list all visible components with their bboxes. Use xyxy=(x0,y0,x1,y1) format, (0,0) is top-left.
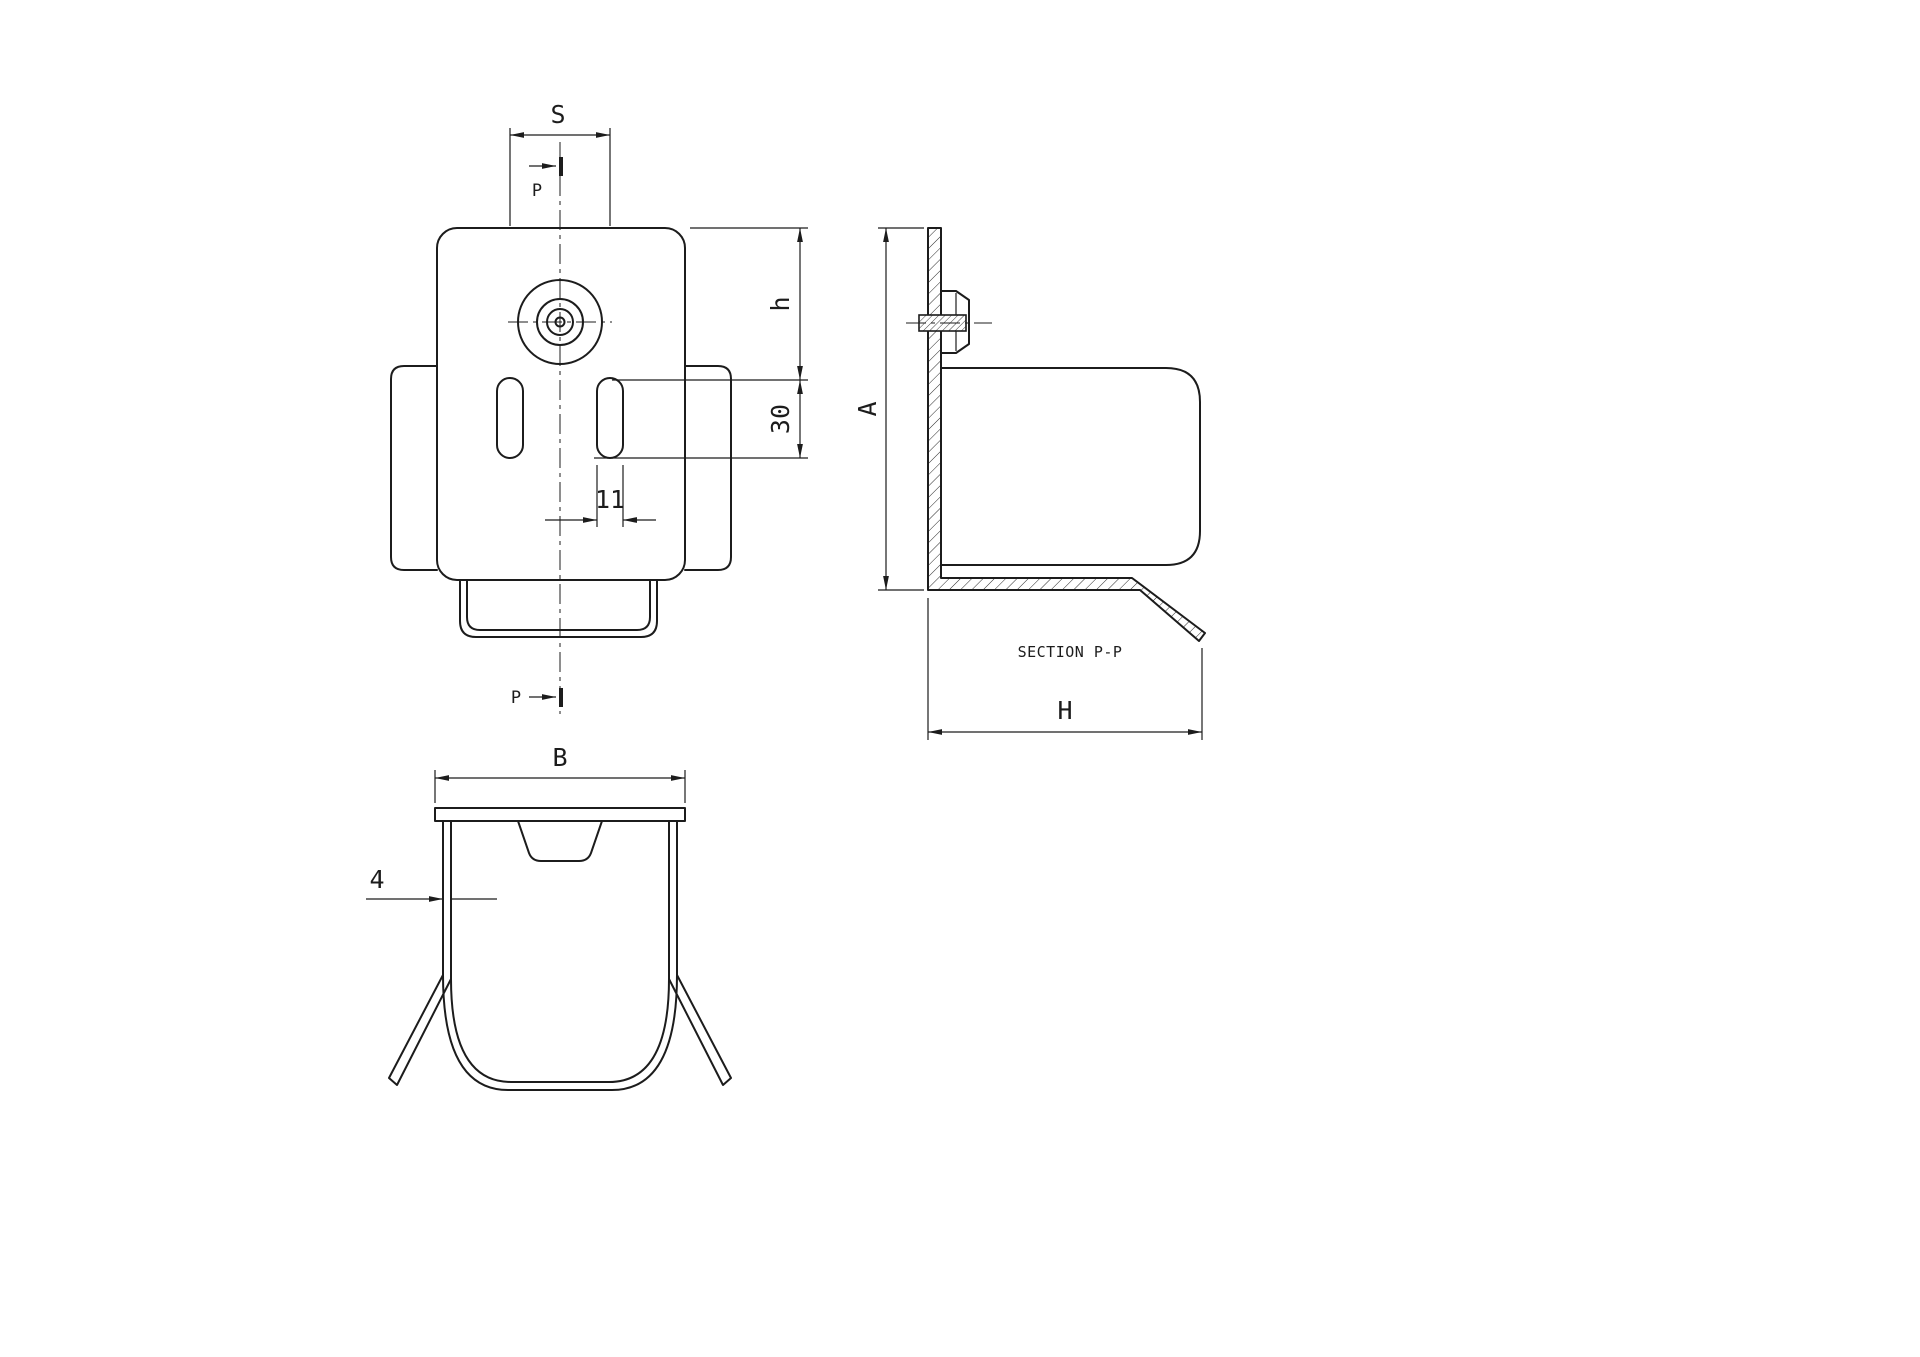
hole-circle-center xyxy=(554,316,566,328)
hole-circle-inner xyxy=(546,308,574,336)
front-outline xyxy=(390,227,732,638)
bottom-step-outer xyxy=(459,579,658,638)
dim-label-h: h xyxy=(766,296,795,311)
bowl-inner xyxy=(450,978,670,1083)
front-dimensions: S P P h 30 11 xyxy=(509,100,808,708)
dim-label-hdepth: H xyxy=(1057,696,1072,725)
section-sheet-cut xyxy=(927,227,1206,642)
slot-right xyxy=(596,377,624,459)
dim-label-30: 30 xyxy=(766,404,795,434)
dim-label-s: S xyxy=(550,100,565,129)
bottom-outline xyxy=(388,807,732,1091)
front-centerlines xyxy=(508,142,612,714)
dim-label-11: 11 xyxy=(595,485,625,514)
section-body-outline xyxy=(940,367,1201,566)
top-flange-edge xyxy=(434,807,686,822)
section-caption: SECTION P-P xyxy=(1018,643,1123,661)
bottom-view: B 4 xyxy=(366,743,732,1091)
main-body-outline xyxy=(436,227,686,581)
bottom-step-inner xyxy=(466,579,651,631)
top-notch xyxy=(517,820,603,862)
hole-circle-mid xyxy=(536,298,584,346)
bottom-dimensions: B 4 xyxy=(366,743,686,902)
right-tab-outline xyxy=(684,365,732,571)
left-leg xyxy=(388,974,452,1086)
dim-label-a: A xyxy=(853,401,882,416)
left-tab-outline xyxy=(390,365,438,571)
fastener-detail xyxy=(906,290,992,354)
section-dimensions: A H xyxy=(853,227,1203,740)
dim-label-4: 4 xyxy=(369,865,384,894)
dim-label-b: B xyxy=(552,743,567,772)
right-leg xyxy=(668,974,732,1086)
front-view: S P P h 30 11 xyxy=(390,100,808,714)
hole-circle-outer xyxy=(517,279,603,365)
weld-nut-outline xyxy=(940,290,970,354)
section-label-top: P xyxy=(532,181,542,201)
bowl-outer xyxy=(442,974,678,1091)
section-label-bottom: P xyxy=(511,688,521,708)
slot-left xyxy=(496,377,524,459)
section-view: A H SECTION P-P xyxy=(853,227,1206,740)
